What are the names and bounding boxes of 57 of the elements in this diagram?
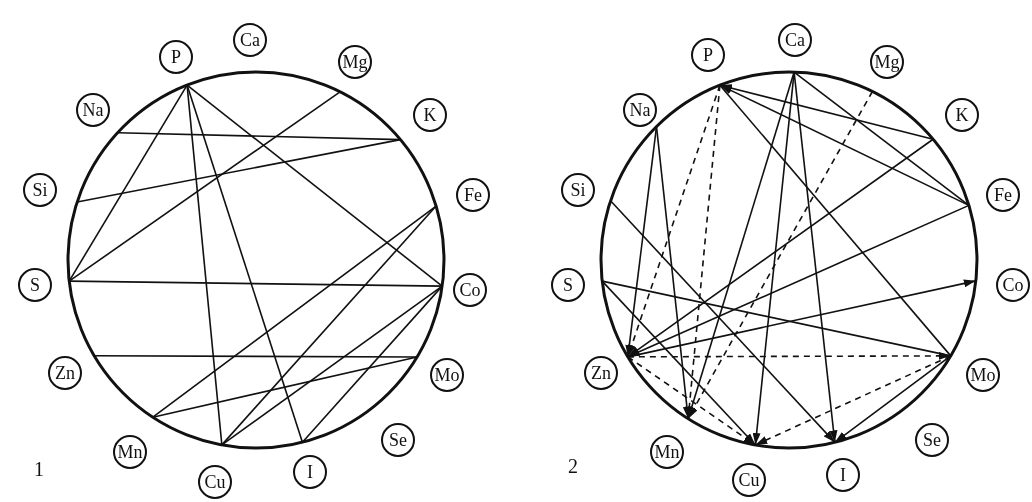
element-symbol-circle: Mn: [650, 435, 684, 469]
arrow: [609, 200, 836, 444]
connecting-line: [68, 91, 341, 282]
panel-number: 2: [568, 455, 578, 478]
element-symbol-circle: S: [551, 268, 585, 302]
element-symbol-circle: P: [159, 40, 193, 74]
element-symbol-circle: Cu: [198, 465, 232, 499]
arrow: [719, 84, 934, 141]
arrow: [655, 125, 691, 420]
element-symbol-circle: Ca: [233, 23, 267, 57]
element-symbol-circle: P: [691, 38, 725, 72]
element-symbol-circle: Se: [915, 423, 949, 457]
element-symbol-circle: Mo: [430, 358, 464, 392]
arrow: [627, 351, 952, 360]
connecting-line: [301, 285, 443, 443]
panel-number: 1: [34, 458, 44, 481]
connecting-line: [186, 84, 304, 443]
connecting-line: [793, 71, 970, 207]
element-symbol-circle: Co: [453, 273, 487, 307]
connecting-line: [68, 84, 188, 282]
element-symbol-circle: Mo: [966, 358, 1000, 392]
connecting-line: [221, 205, 437, 446]
connecting-line: [152, 356, 418, 418]
element-symbol-circle: Si: [561, 173, 595, 207]
element-symbol-circle: Zn: [48, 356, 82, 390]
connecting-line: [186, 84, 443, 287]
connecting-line: [93, 354, 418, 358]
element-symbol-circle: K: [413, 98, 447, 132]
element-symbol-circle: Cu: [732, 463, 766, 497]
element-symbol-circle: Ca: [778, 23, 812, 57]
connecting-line: [68, 280, 443, 287]
element-symbol-circle: Mg: [338, 45, 372, 79]
element-symbol-circle: Fe: [986, 178, 1020, 212]
connecting-line: [152, 205, 437, 418]
element-symbol-circle: Fe: [456, 178, 490, 212]
element-symbol-circle: Si: [23, 173, 57, 207]
arrow: [601, 280, 757, 446]
arrow: [793, 71, 838, 444]
arrow: [627, 138, 934, 358]
element-symbol-circle: S: [18, 268, 52, 302]
element-symbol-circle: K: [945, 98, 979, 132]
element-symbol-circle: Mn: [113, 435, 147, 469]
element-symbol-circle: Co: [996, 268, 1030, 302]
element-symbol-circle: Mg: [870, 45, 904, 79]
element-symbol-circle: Se: [381, 423, 415, 457]
element-symbol-circle: Na: [76, 93, 110, 127]
element-symbol-circle: Zn: [584, 356, 618, 390]
connecting-line: [719, 84, 952, 357]
arrow: [687, 90, 874, 420]
arrow: [627, 84, 721, 358]
connecting-line: [186, 84, 223, 446]
element-symbol-circle: I: [826, 458, 860, 492]
connecting-line: [221, 285, 443, 446]
element-symbol-circle: Na: [623, 93, 657, 127]
element-symbol-circle: I: [293, 455, 327, 489]
arrow: [754, 355, 952, 446]
connecting-line: [76, 138, 402, 203]
